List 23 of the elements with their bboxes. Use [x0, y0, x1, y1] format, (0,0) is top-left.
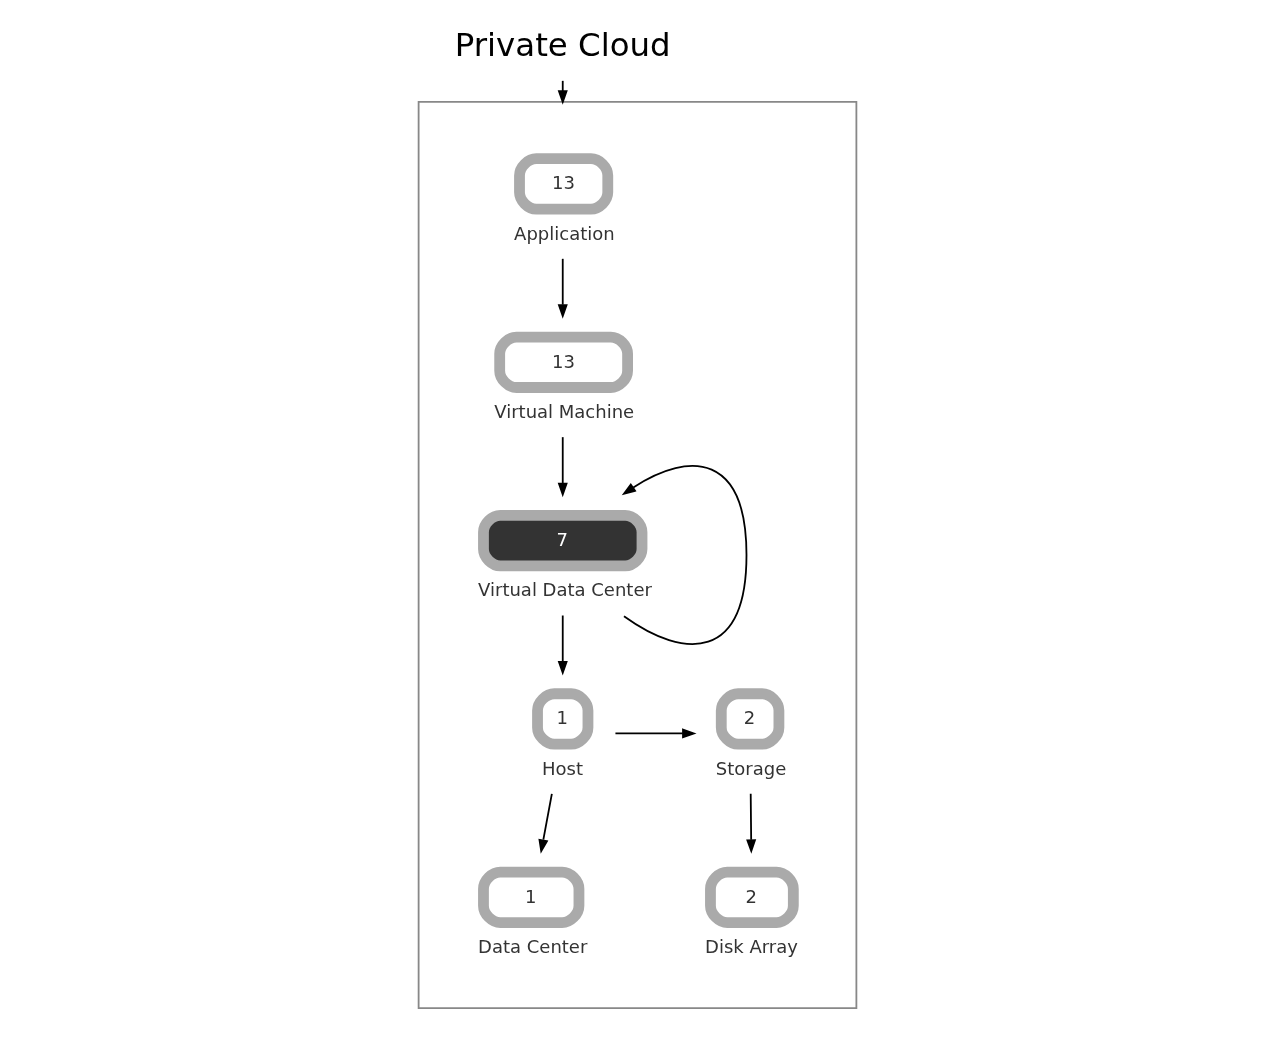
arrow — [537, 792, 553, 854]
cluster — [417, 101, 857, 1009]
node-label: Storage — [715, 757, 786, 779]
node-box: 13 — [493, 331, 633, 393]
node-label: Host — [541, 757, 583, 779]
node-label: Virtual Machine — [493, 401, 634, 423]
node-label: Data Center — [477, 936, 587, 958]
arrow — [614, 728, 697, 739]
node-box: 13 — [513, 153, 613, 215]
arrow — [557, 79, 568, 105]
node-label: Virtual Data Center — [477, 579, 652, 601]
node-box: 7 — [477, 510, 647, 572]
node-box: 2 — [715, 688, 784, 750]
node-text: Private Cloud — [454, 25, 671, 64]
node-label: Application — [513, 222, 615, 244]
arrow — [621, 465, 747, 645]
node-box: 1 — [477, 866, 584, 928]
arrow — [557, 257, 568, 319]
arrow — [557, 614, 568, 676]
node-label: Disk Array — [704, 936, 798, 958]
arrow — [745, 792, 756, 854]
arrow — [557, 436, 568, 498]
node-box: 2 — [704, 866, 799, 928]
